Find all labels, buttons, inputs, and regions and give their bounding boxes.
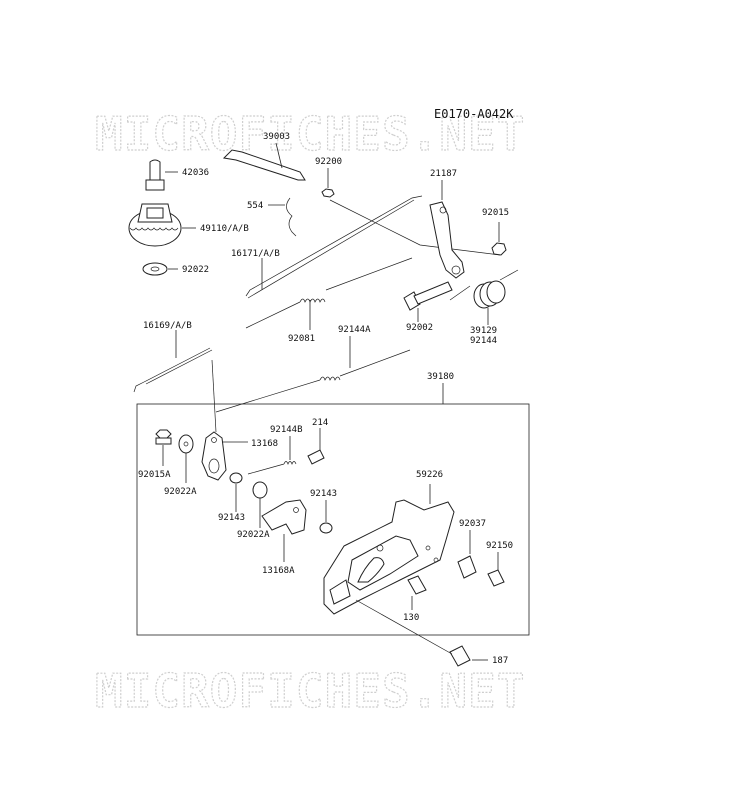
- part-92022A-1: [178, 434, 194, 483]
- label-92037: 92037: [459, 519, 486, 529]
- part-42036: [145, 159, 178, 191]
- label-92015A: 92015A: [138, 470, 171, 480]
- part-49110: [128, 203, 196, 247]
- part-92022A-2: [252, 481, 268, 528]
- label-130: 130: [403, 613, 419, 623]
- part-92081-line: [245, 257, 413, 329]
- part-554: [268, 197, 297, 237]
- sub-assembly-frame: [136, 403, 530, 636]
- label-92144A: 92144A: [338, 325, 371, 335]
- part-92015: [491, 222, 507, 256]
- label-92143-left: 92143: [218, 513, 245, 523]
- part-92143-1: [229, 472, 243, 512]
- label-92144B: 92144B: [270, 425, 303, 435]
- part-92015A: [155, 429, 172, 466]
- part-39129: [449, 269, 519, 325]
- label-187: 187: [492, 656, 508, 666]
- part-130: [407, 575, 427, 610]
- label-13168A: 13168A: [262, 566, 295, 576]
- part-16169-rod: [133, 347, 211, 393]
- part-214: [307, 428, 325, 465]
- part-92144A-spring: [319, 376, 341, 381]
- part-92081-spring: [299, 298, 326, 303]
- label-92150: 92150: [486, 541, 513, 551]
- part-21187: [429, 180, 465, 279]
- label-214: 214: [312, 418, 328, 428]
- part-92002: [403, 281, 453, 322]
- label-92022A-1: 92022A: [164, 487, 197, 497]
- label-92143-right: 92143: [310, 489, 337, 499]
- part-13168A: [261, 499, 307, 562]
- part-59226: [323, 484, 455, 615]
- part-13168: [201, 431, 248, 481]
- label-92144: 92144: [470, 336, 497, 346]
- label-49110: 49110/A/B: [200, 224, 249, 234]
- label-39180: 39180: [427, 372, 454, 382]
- label-92002: 92002: [406, 323, 433, 333]
- label-92022A-2: 92022A: [237, 530, 270, 540]
- part-92200: [321, 168, 335, 198]
- part-92022: [142, 262, 178, 276]
- label-42036: 42036: [182, 168, 209, 178]
- part-16171-rod: [245, 195, 423, 297]
- label-554: 554: [247, 201, 263, 211]
- label-39003: 39003: [263, 132, 290, 142]
- part-92144B: [247, 436, 297, 475]
- label-39129: 39129: [470, 326, 497, 336]
- label-92200: 92200: [315, 157, 342, 167]
- label-92015: 92015: [482, 208, 509, 218]
- label-16169: 16169/A/B: [143, 321, 192, 331]
- label-13168: 13168: [251, 439, 278, 449]
- watermark-bottom: MICROFICHES.NET: [95, 664, 525, 718]
- part-92037: [457, 530, 477, 579]
- label-59226: 59226: [416, 470, 443, 480]
- label-16171: 16171/A/B: [231, 249, 280, 259]
- part-187: [355, 599, 488, 667]
- part-92150: [487, 552, 505, 587]
- label-92081: 92081: [288, 334, 315, 344]
- label-92022: 92022: [182, 265, 209, 275]
- diagram-code: E0170-A042K: [434, 107, 514, 121]
- label-21187: 21187: [430, 169, 457, 179]
- part-92143-2: [319, 500, 333, 534]
- part-39003: [222, 142, 306, 181]
- watermark-top: MICROFICHES.NET: [95, 107, 525, 161]
